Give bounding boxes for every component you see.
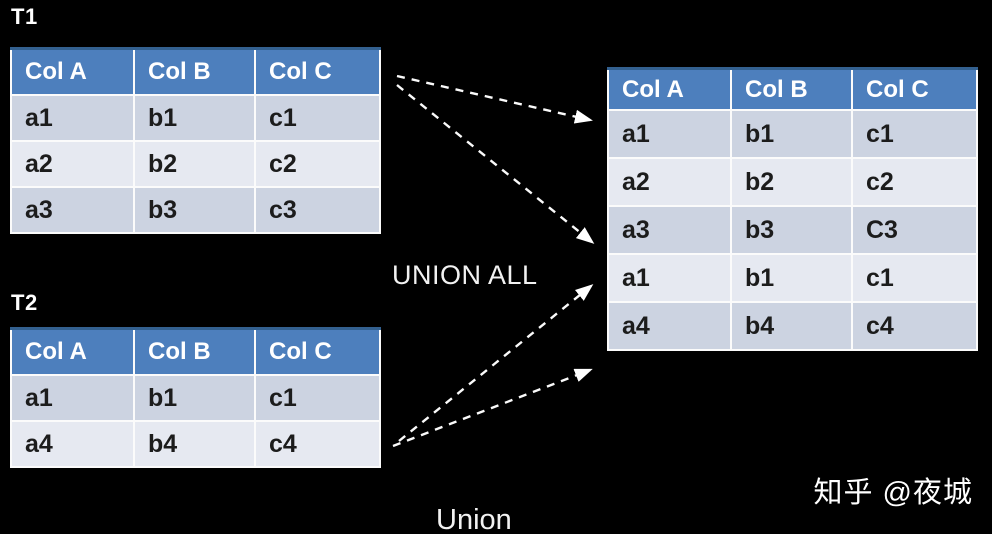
table-row: a1 b1 c1 bbox=[10, 374, 381, 422]
table-cell: a1 bbox=[607, 109, 732, 159]
column-header: Col A bbox=[10, 327, 135, 376]
t1-label: T1 bbox=[11, 4, 38, 29]
column-header: Col B bbox=[133, 327, 256, 376]
dashed-arrow-t1-to-result-top bbox=[396, 74, 593, 124]
t1-header-row: Col A Col B Col C bbox=[10, 47, 381, 96]
table-cell: c2 bbox=[851, 157, 978, 207]
table-cell: c4 bbox=[851, 301, 978, 351]
table-row: a3 b3 C3 bbox=[607, 205, 978, 255]
table-cell: c1 bbox=[254, 374, 381, 422]
table-cell: b2 bbox=[133, 140, 256, 188]
watermark: 知乎 @夜城 bbox=[813, 477, 973, 509]
table-cell: c1 bbox=[851, 253, 978, 303]
table-row: a4 b4 c4 bbox=[607, 301, 978, 351]
table-cell: b4 bbox=[730, 301, 853, 351]
table-cell: a3 bbox=[10, 186, 135, 234]
column-header: Col C bbox=[851, 67, 978, 111]
table-row: a3 b3 c3 bbox=[10, 186, 381, 234]
column-header: Col A bbox=[607, 67, 732, 111]
column-header: Col C bbox=[254, 47, 381, 96]
table-cell: b1 bbox=[730, 253, 853, 303]
table-cell: b1 bbox=[133, 374, 256, 422]
table-row: a1 b1 c1 bbox=[607, 253, 978, 303]
union-all-label: UNION ALL bbox=[392, 260, 538, 290]
table-cell: C3 bbox=[851, 205, 978, 255]
table-cell: a2 bbox=[10, 140, 135, 188]
table-row: a1 b1 c1 bbox=[607, 109, 978, 159]
table-cell: a4 bbox=[10, 420, 135, 468]
column-header: Col C bbox=[254, 327, 381, 376]
table-cell: b3 bbox=[730, 205, 853, 255]
table-cell: a4 bbox=[607, 301, 732, 351]
table-row: a4 b4 c4 bbox=[10, 420, 381, 468]
table-row: a2 b2 c2 bbox=[10, 140, 381, 188]
table-cell: b2 bbox=[730, 157, 853, 207]
table-cell: b3 bbox=[133, 186, 256, 234]
table-row: a2 b2 c2 bbox=[607, 157, 978, 207]
result-table: Col A Col B Col C a1 b1 c1 a2 b2 c2 a3 b… bbox=[607, 67, 978, 351]
result-header-row: Col A Col B Col C bbox=[607, 67, 978, 111]
table-cell: c2 bbox=[254, 140, 381, 188]
table-cell: c3 bbox=[254, 186, 381, 234]
dashed-arrow-t2-to-result-bottom bbox=[392, 368, 593, 448]
t2-label: T2 bbox=[11, 290, 38, 315]
table-cell: c1 bbox=[851, 109, 978, 159]
column-header: Col A bbox=[10, 47, 135, 96]
t2-table: Col A Col B Col C a1 b1 c1 a4 b4 c4 bbox=[10, 327, 381, 468]
table-cell: a2 bbox=[607, 157, 732, 207]
column-header: Col B bbox=[133, 47, 256, 96]
table-cell: a3 bbox=[607, 205, 732, 255]
table-cell: a1 bbox=[607, 253, 732, 303]
table-cell: c1 bbox=[254, 94, 381, 142]
dashed-arrow-t2-to-result-middle bbox=[398, 284, 594, 442]
table-cell: a1 bbox=[10, 94, 135, 142]
dashed-arrow-t1-to-result-middle bbox=[396, 84, 595, 244]
table-cell: c4 bbox=[254, 420, 381, 468]
table-cell: b1 bbox=[133, 94, 256, 142]
t2-header-row: Col A Col B Col C bbox=[10, 327, 381, 376]
table-cell: b4 bbox=[133, 420, 256, 468]
table-row: a1 b1 c1 bbox=[10, 94, 381, 142]
column-header: Col B bbox=[730, 67, 853, 111]
table-cell: a1 bbox=[10, 374, 135, 422]
table-cell: b1 bbox=[730, 109, 853, 159]
union-label: Union bbox=[436, 504, 512, 534]
t1-table: Col A Col B Col C a1 b1 c1 a2 b2 c2 a3 b… bbox=[10, 47, 381, 234]
